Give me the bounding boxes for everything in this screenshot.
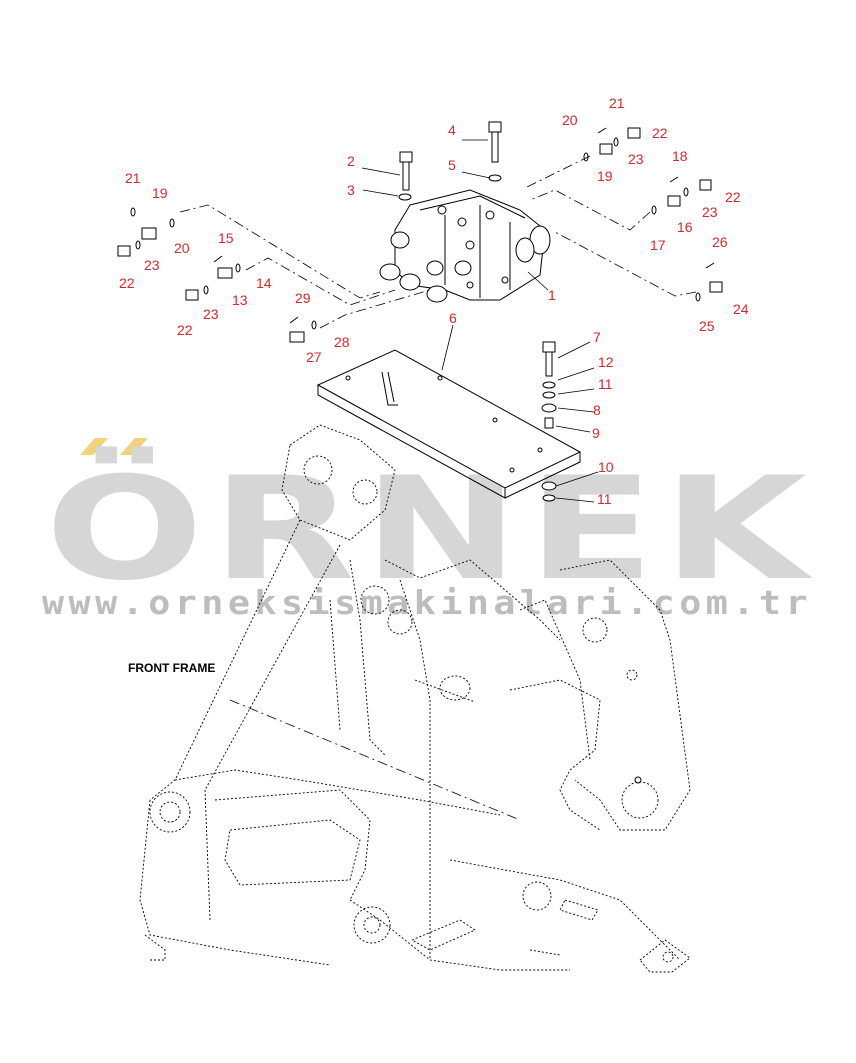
control-valve <box>379 189 551 303</box>
callout-22-lower: 22 <box>177 322 193 338</box>
front-frame-label: FRONT FRAME <box>128 661 215 675</box>
fittings-left <box>117 207 317 343</box>
callout-16: 16 <box>677 219 693 235</box>
callout-23-left: 23 <box>144 257 160 273</box>
callout-23-right-top: 23 <box>628 151 644 167</box>
callout-23-lower: 23 <box>203 306 219 322</box>
callout-14: 14 <box>256 275 272 291</box>
watermark: ÖRNEK www.orneksismakinalari.com.tr <box>42 438 815 622</box>
callout-26: 26 <box>712 234 728 250</box>
leader-lines <box>361 139 599 503</box>
callout-27: 27 <box>306 349 322 365</box>
callout-20-right: 20 <box>562 112 578 128</box>
callout-18: 18 <box>672 148 688 164</box>
callout-19-left: 19 <box>152 185 168 201</box>
callouts: 1 2 3 4 5 6 7 8 9 10 11 11 12 13 14 15 1… <box>119 95 749 507</box>
callout-9: 9 <box>592 425 600 441</box>
bolt-stack <box>541 341 557 502</box>
callout-2: 2 <box>347 153 355 169</box>
callout-11-lower: 11 <box>597 491 612 507</box>
front-frame <box>139 424 691 973</box>
watermark-brand: ÖRNEK <box>45 445 815 612</box>
callout-20-left: 20 <box>174 240 190 256</box>
callout-15: 15 <box>218 230 234 246</box>
callout-13: 13 <box>232 292 248 308</box>
callout-21-right: 21 <box>609 95 625 111</box>
callout-12: 12 <box>598 354 614 370</box>
callout-4: 4 <box>448 122 456 138</box>
callout-6: 6 <box>449 310 457 326</box>
callout-24: 24 <box>733 301 749 317</box>
callout-7: 7 <box>593 329 601 345</box>
callout-5: 5 <box>448 157 456 173</box>
callout-22-right: 22 <box>725 189 741 205</box>
hose-routing-lines <box>179 155 697 329</box>
callout-21-left: 21 <box>125 170 141 186</box>
callout-1: 1 <box>548 287 556 303</box>
callout-22-right-top: 22 <box>652 125 668 141</box>
callout-10: 10 <box>598 459 614 475</box>
callout-25: 25 <box>699 318 715 334</box>
callout-28: 28 <box>334 334 350 350</box>
callout-29: 29 <box>295 290 311 306</box>
watermark-url: www.orneksismakinalari.com.tr <box>42 583 812 622</box>
callout-22-left: 22 <box>119 275 135 291</box>
callout-3: 3 <box>347 182 355 198</box>
callout-19-right: 19 <box>597 168 613 184</box>
callout-11-upper: 11 <box>598 376 613 392</box>
fittings-upper-right <box>583 127 723 302</box>
watermark-accent-left <box>80 438 108 455</box>
watermark-accent-right <box>120 438 148 455</box>
valve-bolts <box>398 121 502 201</box>
bracket-plate <box>316 349 582 499</box>
callout-17: 17 <box>650 237 666 253</box>
callout-8: 8 <box>593 402 601 418</box>
callout-23-right: 23 <box>702 204 718 220</box>
